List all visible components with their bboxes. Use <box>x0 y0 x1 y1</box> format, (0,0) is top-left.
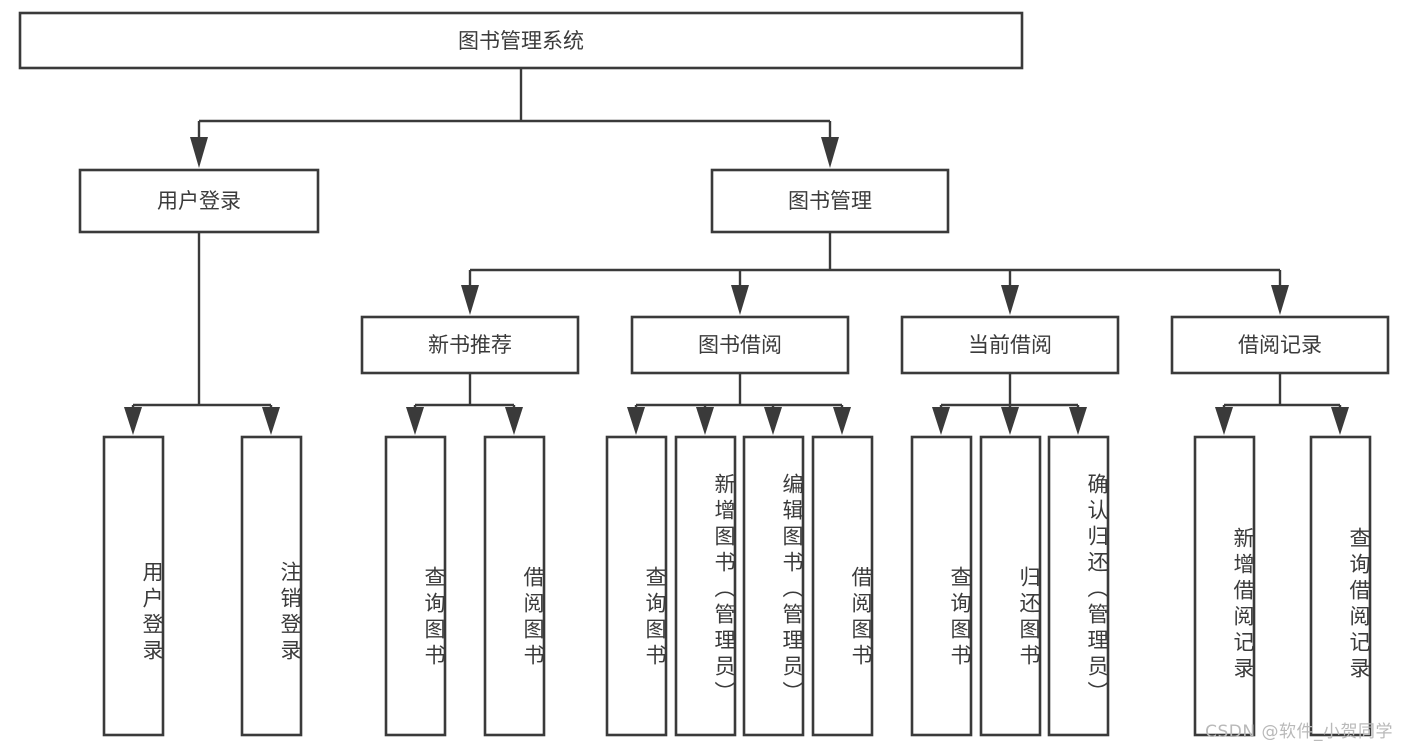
node-borrow-record[interactable]: 借阅记录 <box>1170 315 1390 375</box>
connector-group-book-borrow <box>627 373 851 435</box>
leaf-cur-query-book-box[interactable] <box>910 435 973 737</box>
arrow-head-leaf-rec-query-book <box>406 407 424 435</box>
arrow-head-leaf-cur-return-book <box>1001 407 1019 435</box>
leaf-rec-query-record-box[interactable] <box>1309 435 1372 737</box>
node-book-manage-label: 图书管理 <box>788 189 872 213</box>
node-new-book-recommend[interactable]: 新书推荐 <box>360 315 580 375</box>
node-new-book-recommend-box[interactable] <box>360 315 580 375</box>
node-book-borrow[interactable]: 图书借阅 <box>630 315 850 375</box>
arrow-head-current-borrow <box>1001 285 1019 315</box>
node-new-book-recommend-label: 新书推荐 <box>428 333 512 357</box>
connector-group-new-book-recommend <box>406 373 523 435</box>
arrow-head-leaf-brw-add-book <box>696 407 714 435</box>
node-borrow-record-box[interactable] <box>1170 315 1390 375</box>
arrow-head-leaf-cur-query-book <box>932 407 950 435</box>
node-book-manage[interactable]: 图书管理 <box>710 168 950 234</box>
node-root-system-label: 图书管理系统 <box>458 29 584 53</box>
arrow-head-book-borrow <box>731 285 749 315</box>
arrow-head-leaf-rec-borrow-book <box>505 407 523 435</box>
arrow-head-user-login <box>190 137 208 168</box>
node-root-system[interactable]: 图书管理系统 <box>18 11 1024 70</box>
node-user-login-box[interactable] <box>78 168 320 234</box>
node-book-borrow-box[interactable] <box>630 315 850 375</box>
arrow-head-leaf-rec-add-record <box>1215 407 1233 435</box>
leaf-brw-borrow-book-box[interactable] <box>811 435 874 737</box>
leaf-cur-return-book-box[interactable] <box>979 435 1042 737</box>
leaf-user-login-box[interactable] <box>102 435 165 737</box>
arrow-head-leaf-brw-edit-book <box>764 407 782 435</box>
leaf-rec-add-record-box[interactable] <box>1193 435 1256 737</box>
arrow-head-new-book-recommend <box>461 285 479 315</box>
node-book-borrow-label: 图书借阅 <box>698 333 782 357</box>
leaf-brw-edit-book-box[interactable] <box>742 435 805 737</box>
node-user-login[interactable]: 用户登录 <box>78 168 320 234</box>
leaf-user-logout-box[interactable] <box>240 435 303 737</box>
node-book-manage-box[interactable] <box>710 168 950 234</box>
node-root-system-box[interactable] <box>18 11 1024 70</box>
arrow-head-leaf-user-login <box>124 407 142 435</box>
leaf-box-group <box>102 435 1372 737</box>
node-current-borrow-label: 当前借阅 <box>968 333 1052 357</box>
node-current-borrow-box[interactable] <box>900 315 1120 375</box>
arrow-head-leaf-rec-query-record <box>1331 407 1349 435</box>
arrow-head-leaf-brw-borrow-book <box>833 407 851 435</box>
node-user-login-label: 用户登录 <box>157 189 241 213</box>
connector-group-user-login <box>124 232 280 435</box>
connector-group-book-manage <box>461 232 1289 315</box>
leaf-rec-borrow-book-box[interactable] <box>483 435 546 737</box>
csdn-watermark: CSDN @软件_小贺同学 <box>1205 722 1393 742</box>
leaf-brw-add-book-box[interactable] <box>674 435 737 737</box>
leaf-rec-query-book-box[interactable] <box>384 435 447 737</box>
arrow-head-book-manage <box>821 137 839 168</box>
connector-group-borrow-record <box>1215 373 1349 435</box>
leaf-brw-query-book-box[interactable] <box>605 435 668 737</box>
node-borrow-record-label: 借阅记录 <box>1238 333 1322 357</box>
arrow-head-leaf-brw-query-book <box>627 407 645 435</box>
node-current-borrow[interactable]: 当前借阅 <box>900 315 1120 375</box>
connector-group-root <box>190 68 839 168</box>
connector-group-current-borrow <box>932 373 1087 435</box>
arrow-head-leaf-user-logout <box>262 407 280 435</box>
arrow-head-borrow-record <box>1271 285 1289 315</box>
leaf-cur-confirm-return-box[interactable] <box>1047 435 1110 737</box>
arrow-head-leaf-cur-confirm-return <box>1069 407 1087 435</box>
